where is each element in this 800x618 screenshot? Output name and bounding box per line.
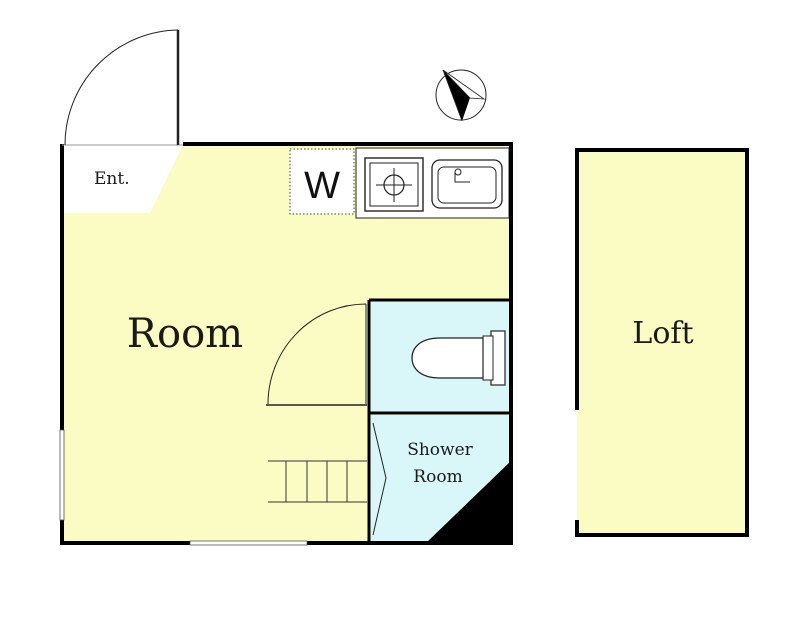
shower-label-line2: Room (413, 467, 462, 487)
loft-walls (575, 148, 749, 537)
washer-space (289, 148, 355, 215)
window-bottom (189, 540, 308, 546)
shower-door-icon (372, 422, 387, 536)
toilet-icon (411, 330, 506, 386)
entrance-area (62, 145, 183, 213)
stairs-icon (268, 460, 367, 503)
entrance-label: Ent. (94, 169, 130, 189)
storage-triangle (426, 461, 511, 543)
main-walls (60, 142, 513, 545)
loft-label: Loft (632, 316, 693, 351)
door-swing-icon (266, 303, 367, 406)
shower-label-line1: Shower (407, 440, 473, 460)
entrance-door-icon (62, 29, 183, 146)
sink-icon (431, 159, 503, 209)
window-left (59, 429, 65, 521)
stove-icon (364, 157, 424, 212)
loft-area (577, 150, 747, 535)
room-label: Room (127, 311, 243, 357)
compass-icon (435, 69, 487, 122)
washer-label: W (304, 165, 340, 207)
